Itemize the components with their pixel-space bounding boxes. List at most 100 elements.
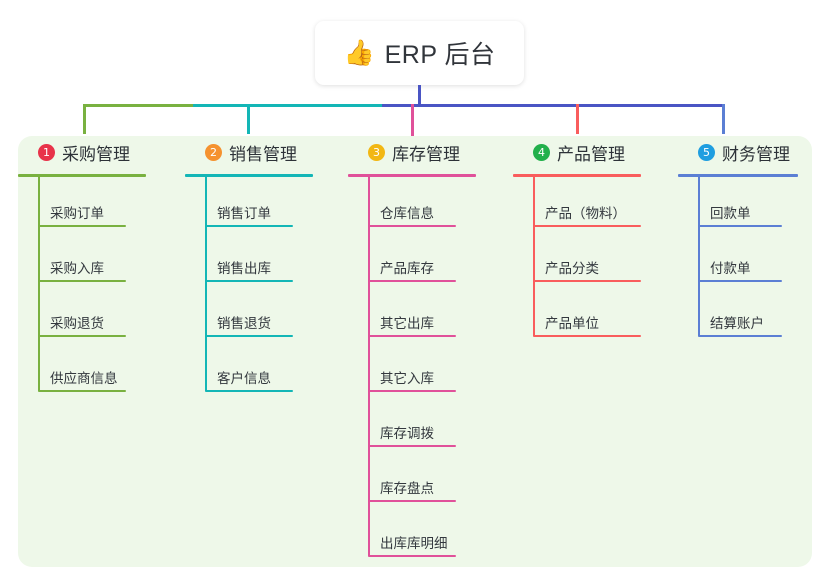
branch-column-产品管理: 4 产品管理产品（物料） 产品分类产品单位 [513, 136, 641, 337]
branch-item[interactable]: 销售退货 [205, 312, 293, 337]
branch-spine [368, 177, 370, 556]
branch-drop-4 [576, 104, 579, 134]
branch-item-rule [368, 335, 456, 337]
branch-item-label: 产品（物料） [545, 206, 626, 221]
branch-item-rule [698, 335, 782, 337]
branch-item[interactable]: 其它出库 [368, 312, 456, 337]
branch-number-badge: 3 [368, 143, 385, 161]
branch-item[interactable]: 采购入库 [38, 257, 126, 282]
branch-item[interactable]: 库存盘点 [368, 477, 456, 502]
branch-item[interactable]: 客户信息 [205, 367, 293, 392]
root-node[interactable]: 👍 ERP 后台 [315, 21, 524, 85]
branch-item-rule [698, 280, 782, 282]
branch-item-label: 客户信息 [217, 371, 271, 386]
branch-spine [205, 177, 207, 391]
branch-number-badge: 1 [38, 143, 55, 161]
branch-item-rule [698, 225, 782, 227]
branch-item[interactable]: 产品单位 [533, 312, 641, 337]
branch-item-rule [38, 390, 126, 392]
branch-drop-2 [247, 104, 250, 134]
branch-number-badge: 4 [533, 143, 550, 161]
branch-item[interactable]: 产品库存 [368, 257, 456, 282]
branch-item-label: 其它出库 [380, 316, 434, 331]
branch-item[interactable]: 仓库信息 [368, 202, 456, 227]
branch-item-rule [533, 280, 641, 282]
branch-item-rule [368, 500, 456, 502]
branch-title: 销售管理 [229, 144, 297, 164]
branch-spine [533, 177, 535, 336]
branch-header[interactable]: 4 产品管理 [513, 136, 625, 168]
branch-item[interactable]: 采购订单 [38, 202, 126, 227]
branch-header[interactable]: 1 采购管理 [18, 136, 130, 168]
branch-item-label: 付款单 [710, 261, 751, 276]
branch-item-rule [368, 555, 456, 557]
thumbs-up-icon: 👍 [343, 38, 375, 67]
branch-title-rule [513, 174, 641, 177]
root-node-title: ERP 后台 [384, 41, 496, 69]
branch-title-rule [348, 174, 476, 177]
branch-item-rule [205, 390, 293, 392]
branch-item[interactable]: 其它入库 [368, 367, 456, 392]
branch-item[interactable]: 付款单 [698, 257, 782, 282]
branch-item-label: 库存调拨 [380, 426, 434, 441]
branch-item-label: 出库库明细 [380, 536, 448, 551]
branch-item-label: 销售出库 [217, 261, 271, 276]
branch-item-rule [38, 280, 126, 282]
branch-item[interactable]: 出库库明细 [368, 532, 456, 557]
branch-item-label: 销售退货 [217, 316, 271, 331]
branch-spine [698, 177, 700, 336]
branch-item-rule [205, 335, 293, 337]
branch-item-rule [368, 280, 456, 282]
branch-item-label: 产品分类 [545, 261, 599, 276]
branch-item-rule [368, 225, 456, 227]
branch-spine [38, 177, 40, 391]
branch-drop-5 [722, 104, 725, 134]
branch-item-rule [38, 335, 126, 337]
branches-panel: 1 采购管理采购订单采购入库采购退货供应商信息 2 销售管理销售订单销售出库销售退货客… [18, 136, 812, 567]
branch-item-label: 库存盘点 [380, 481, 434, 496]
branch-item[interactable]: 采购退货 [38, 312, 126, 337]
branch-number-badge: 5 [698, 143, 715, 161]
branch-item-label: 结算账户 [710, 316, 764, 331]
branch-item[interactable]: 结算账户 [698, 312, 782, 337]
branch-drop-1 [83, 104, 86, 134]
branch-item-label: 仓库信息 [380, 206, 434, 221]
branch-item[interactable]: 销售订单 [205, 202, 293, 227]
branch-item-label: 销售订单 [217, 206, 271, 221]
branch-item-rule [533, 225, 641, 227]
branch-title: 库存管理 [392, 144, 460, 164]
branch-title: 产品管理 [557, 144, 625, 164]
branch-item-rule [205, 280, 293, 282]
branch-column-采购管理: 1 采购管理采购订单采购入库采购退货供应商信息 [18, 136, 146, 392]
branch-item-label: 产品库存 [380, 261, 434, 276]
branch-item-rule [533, 335, 641, 337]
branch-drop-3 [411, 104, 414, 136]
branch-header[interactable]: 2 销售管理 [185, 136, 297, 168]
branch-title: 采购管理 [62, 144, 130, 164]
branch-number-badge: 2 [205, 143, 222, 161]
branch-column-销售管理: 2 销售管理销售订单销售出库销售退货客户信息 [185, 136, 313, 392]
branch-item-rule [205, 225, 293, 227]
branch-item[interactable]: 产品分类 [533, 257, 641, 282]
branch-item-rule [368, 445, 456, 447]
branch-item-label: 采购入库 [50, 261, 104, 276]
branch-item-label: 其它入库 [380, 371, 434, 386]
branch-item-label: 产品单位 [545, 316, 599, 331]
branch-item-label: 采购订单 [50, 206, 104, 221]
branch-header[interactable]: 3 库存管理 [348, 136, 460, 168]
branch-item-rule [38, 225, 126, 227]
branch-title-rule [18, 174, 146, 177]
branch-item-label: 回款单 [710, 206, 751, 221]
branch-item-rule [368, 390, 456, 392]
branch-item[interactable]: 库存调拨 [368, 422, 456, 447]
branch-title-rule [678, 174, 798, 177]
branch-item[interactable]: 供应商信息 [38, 367, 126, 392]
branch-item[interactable]: 销售出库 [205, 257, 293, 282]
branch-item[interactable]: 回款单 [698, 202, 782, 227]
branch-item-label: 供应商信息 [50, 371, 118, 386]
branch-item[interactable]: 产品（物料） [533, 202, 641, 227]
branch-title-rule [185, 174, 313, 177]
